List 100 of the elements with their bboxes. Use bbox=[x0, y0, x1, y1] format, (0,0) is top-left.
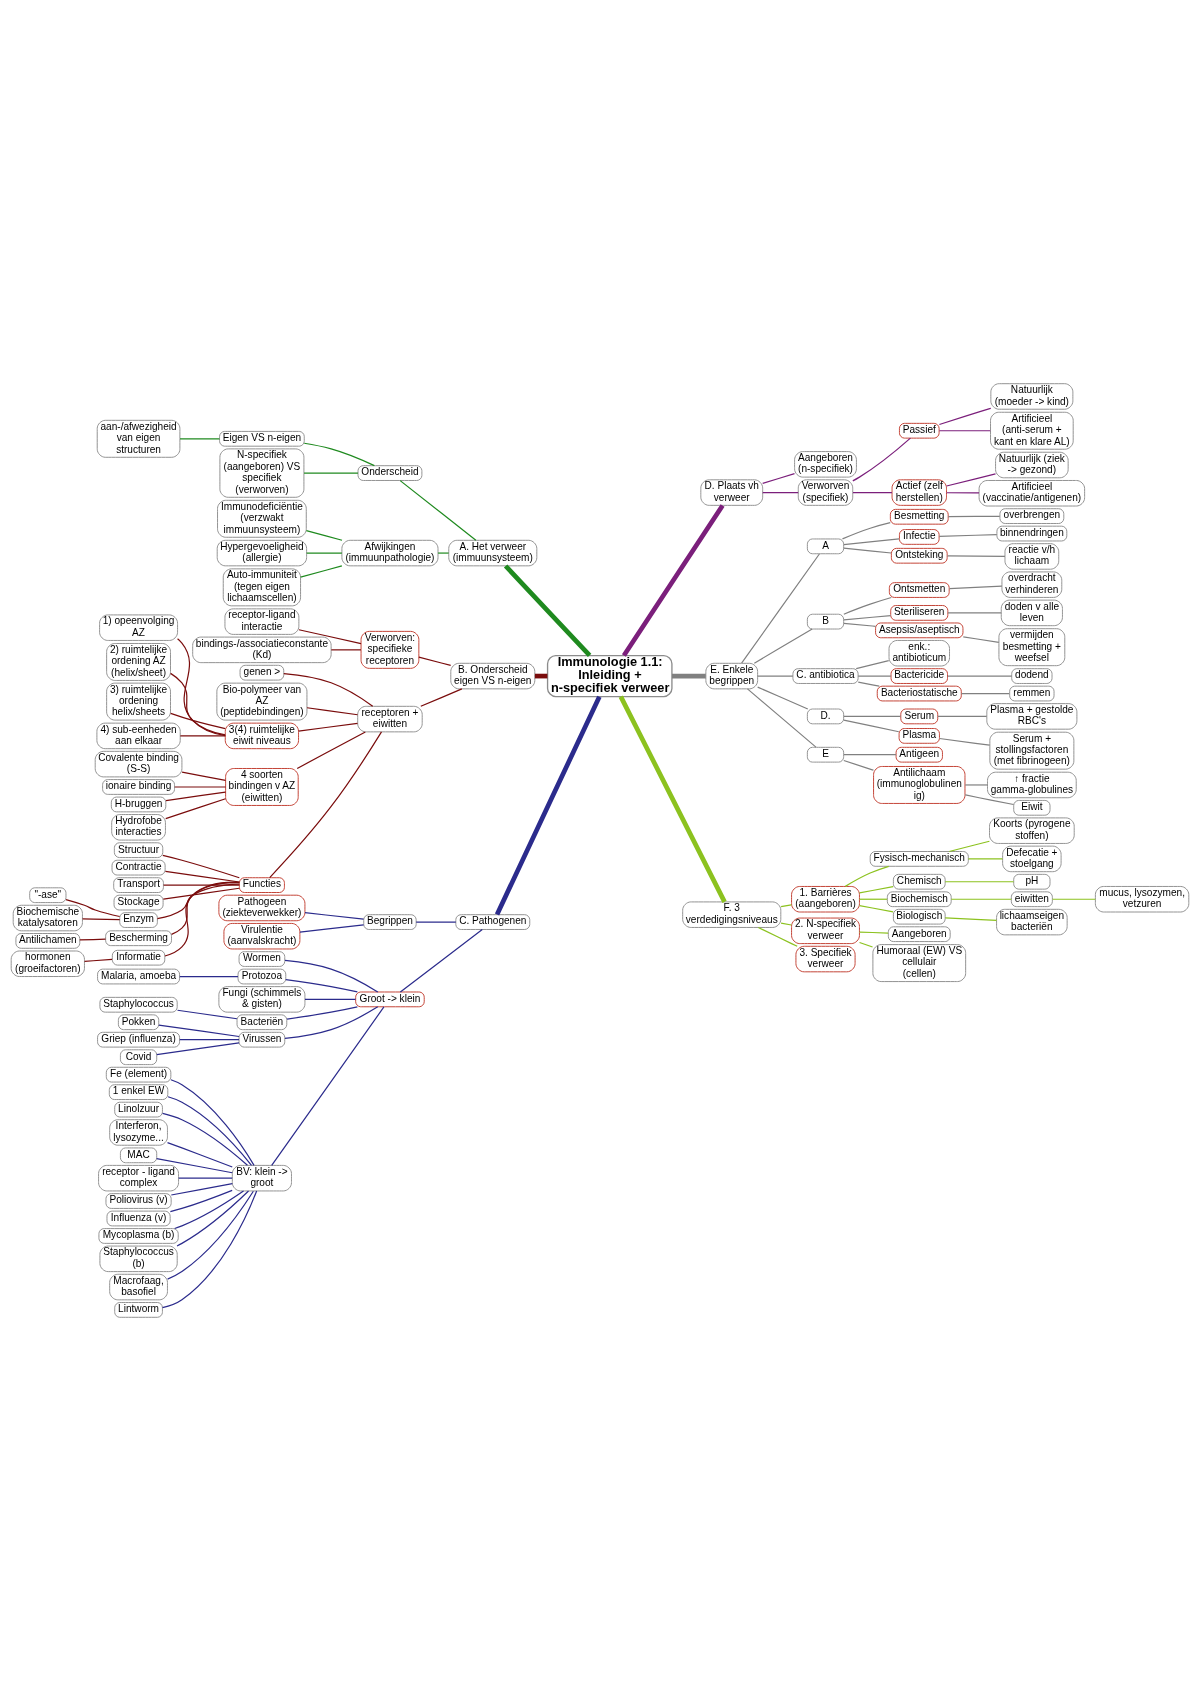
connector bbox=[79, 938, 107, 941]
node-box: vermijden besmetting + weefsel bbox=[998, 627, 1066, 666]
node-box: bindings-/associatieconstante (Kd) bbox=[192, 636, 332, 663]
connector bbox=[780, 922, 792, 926]
node-box: Functies bbox=[238, 876, 285, 893]
node-box: D. Plaats vh verweer bbox=[700, 478, 764, 506]
node-box: H-bruggen bbox=[110, 796, 167, 812]
connector bbox=[938, 429, 991, 431]
connector bbox=[167, 1190, 254, 1280]
connector bbox=[179, 734, 226, 736]
node-box: Aangeboren bbox=[887, 925, 951, 942]
connector bbox=[81, 917, 121, 920]
connector bbox=[964, 783, 989, 786]
connector bbox=[174, 785, 227, 788]
connector bbox=[437, 551, 450, 554]
connector bbox=[176, 1189, 250, 1247]
connector bbox=[946, 491, 980, 494]
node-box: Aangeboren (n-specifiek) bbox=[794, 450, 857, 478]
node-box: 2. N-specifiek verweer bbox=[791, 917, 860, 944]
node-box: Fe (element) bbox=[105, 1066, 172, 1083]
connector bbox=[843, 537, 900, 545]
node-box: Fysisch-mechanisch bbox=[869, 850, 969, 867]
node-box: Humoraal (EW) VS cellulair (cellen) bbox=[872, 943, 967, 982]
node-box: Structuur bbox=[113, 841, 164, 858]
connector bbox=[858, 930, 889, 934]
connector bbox=[303, 472, 359, 474]
node-box: F. 3 verdedigingsniveaus bbox=[682, 900, 782, 928]
connector bbox=[330, 648, 362, 650]
node-box: Eigen VS n-eigen bbox=[219, 430, 305, 447]
node-box: Interferon, lysozyme... bbox=[109, 1118, 168, 1146]
connector bbox=[843, 596, 892, 615]
connector bbox=[165, 797, 227, 819]
node-box: Serum + stollingsfactoren (met fibrinogeen) bbox=[989, 731, 1075, 770]
node-box: Plasma + gestolde RBC's bbox=[986, 702, 1078, 730]
node-box: Immunologie 1.1: Inleiding + n-specifiek verweer bbox=[546, 654, 673, 697]
connector bbox=[271, 1005, 385, 1166]
connector bbox=[170, 712, 226, 729]
node-box: Chemisch bbox=[892, 873, 946, 890]
node-box: Macrofaag, basofiel bbox=[109, 1273, 168, 1300]
node-box: Pathogeen (ziekteverwekker) bbox=[218, 894, 306, 921]
connector bbox=[741, 552, 820, 664]
node-box: pH bbox=[1013, 873, 1051, 890]
node-box: Defecatie + stoelgang bbox=[1002, 845, 1062, 872]
connector bbox=[946, 554, 1006, 557]
node-box: Transport bbox=[113, 876, 164, 893]
connector bbox=[618, 695, 727, 903]
connector bbox=[858, 941, 874, 948]
connector bbox=[156, 1041, 240, 1055]
connector bbox=[962, 635, 1000, 643]
node-box: Bio-polymeer van AZ (peptidebindingen) bbox=[216, 682, 308, 721]
node-box: Stockage bbox=[113, 894, 164, 910]
node-box: Biochemisch bbox=[886, 890, 952, 907]
node-box: Covalente binding (S-S) bbox=[94, 750, 183, 777]
node-box: Auto-immuniteit (tegen eigen lichaamscellen) bbox=[222, 567, 302, 606]
node-box: Afwijkingen (immuunpathologie) bbox=[341, 539, 439, 566]
node-box: Covid bbox=[119, 1048, 158, 1065]
node-box: A. Het verweer (immuunsysteem) bbox=[448, 539, 538, 566]
node-box: Antilichamen bbox=[15, 932, 81, 949]
connector bbox=[960, 692, 1010, 694]
node-box: Groot -> klein bbox=[355, 991, 425, 1007]
node-box: 1. Barrières (aangeboren) bbox=[791, 885, 860, 912]
connector bbox=[938, 407, 992, 425]
node-box: Hydrofobe interacties bbox=[111, 813, 166, 841]
connector bbox=[285, 978, 358, 993]
node-box: ↑ fractie gamma-globulines bbox=[987, 771, 1077, 798]
connector bbox=[762, 472, 796, 484]
node-box: Infectie bbox=[898, 528, 940, 545]
connector bbox=[858, 898, 888, 900]
connector bbox=[162, 887, 240, 900]
node-box: B bbox=[806, 613, 845, 629]
connector bbox=[757, 674, 794, 677]
node-box: E. Enkele begrippen bbox=[705, 662, 759, 689]
connector bbox=[1051, 898, 1096, 900]
connector bbox=[161, 1189, 258, 1308]
node-box: Passief bbox=[898, 422, 940, 439]
connector bbox=[303, 442, 375, 466]
node-box: Besmetting bbox=[889, 508, 949, 525]
node-box: E bbox=[806, 746, 845, 763]
connector bbox=[420, 687, 463, 707]
connector bbox=[858, 885, 894, 894]
node-box: Malaria, amoeba bbox=[97, 968, 181, 984]
node-box: Natuurlijk (ziek -> gezond) bbox=[995, 451, 1069, 478]
node-box: Biochemische katalysatoren bbox=[12, 904, 83, 931]
node-box: C. antibiotica bbox=[792, 667, 859, 684]
connector bbox=[494, 695, 602, 915]
connector bbox=[857, 674, 892, 677]
connector bbox=[170, 1182, 233, 1196]
connector bbox=[415, 920, 457, 923]
node-box: Bescherming bbox=[105, 929, 172, 946]
connector bbox=[170, 672, 226, 736]
connector bbox=[841, 521, 891, 539]
node-box: genen > bbox=[239, 664, 285, 681]
connector bbox=[843, 759, 874, 771]
connector bbox=[852, 491, 893, 493]
node-box: Virussen bbox=[238, 1031, 286, 1048]
connector bbox=[296, 730, 366, 769]
node-box: Serum bbox=[900, 708, 939, 724]
node-box: 1) opeenvolging AZ bbox=[99, 613, 178, 641]
node-box: 4) sub-eenheden aan elkaar bbox=[96, 722, 181, 749]
node-box: receptoren + eiwitten bbox=[357, 705, 423, 732]
